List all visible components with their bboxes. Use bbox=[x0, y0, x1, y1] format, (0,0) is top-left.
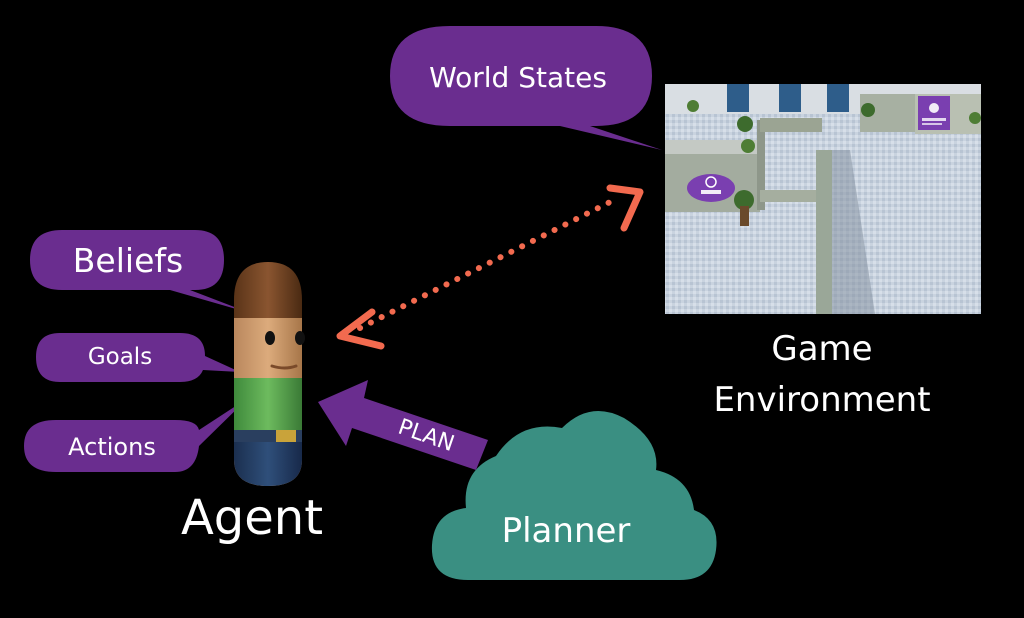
game-environment-screenshot bbox=[665, 84, 981, 314]
beliefs-bubble: Beliefs bbox=[30, 230, 250, 313]
game-label-line2: Environment bbox=[713, 380, 930, 420]
planner-cloud: Planner bbox=[431, 410, 717, 580]
actions-label: Actions bbox=[68, 433, 156, 461]
game-environment-label: Game Environment bbox=[713, 329, 930, 420]
world-states-bubble: World States bbox=[390, 26, 662, 150]
dotted-bidirectional-arrow bbox=[336, 184, 644, 350]
goals-bubble: Goals bbox=[36, 333, 240, 382]
game-label-line1: Game bbox=[771, 329, 872, 369]
plan-arrow: PLAN bbox=[318, 380, 488, 470]
agent-label: Agent bbox=[181, 490, 323, 546]
beliefs-label: Beliefs bbox=[73, 241, 183, 280]
planner-label: Planner bbox=[502, 511, 631, 551]
agent-character-icon bbox=[234, 262, 305, 486]
goals-label: Goals bbox=[88, 344, 152, 370]
world-states-label: World States bbox=[429, 61, 607, 94]
actions-bubble: Actions bbox=[24, 398, 248, 472]
